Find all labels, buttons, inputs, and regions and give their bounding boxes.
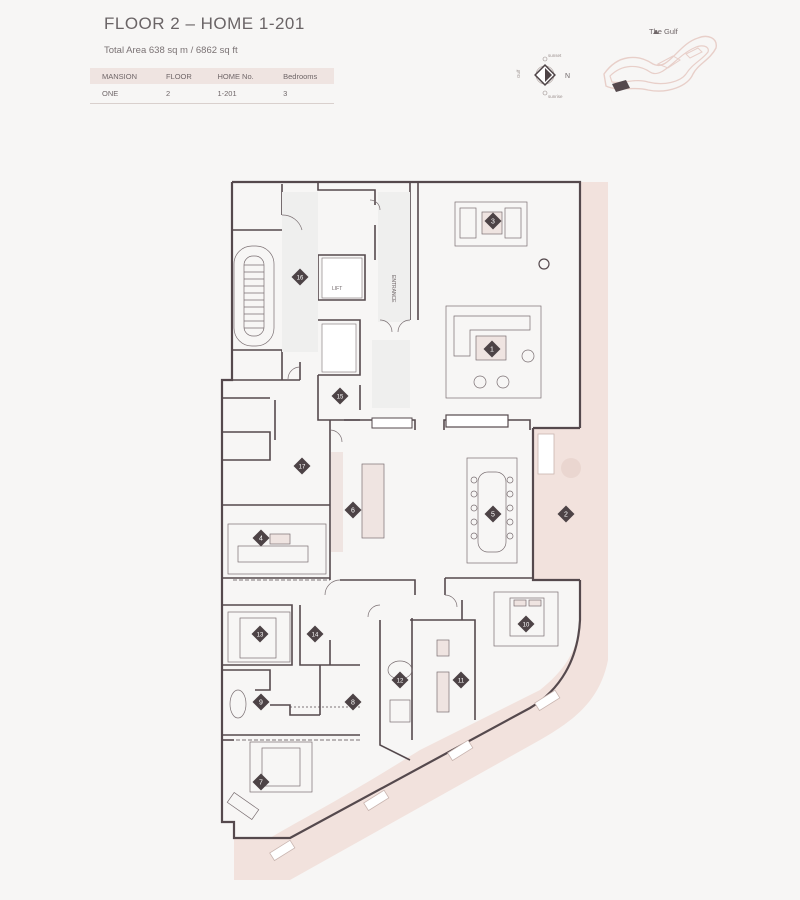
key-plan-highlight xyxy=(612,80,630,92)
lift-label: LIFT xyxy=(332,286,342,292)
column-marker xyxy=(538,258,550,270)
room-number-2: 2 xyxy=(564,512,568,519)
room-number-4: 4 xyxy=(259,536,263,543)
column-bedrooms: Bedrooms xyxy=(271,68,334,84)
compass-west-label: Gulf xyxy=(516,69,521,78)
service-lift xyxy=(321,323,357,373)
entrance-label: ENTRANCE xyxy=(390,275,396,303)
furniture-room-10 xyxy=(493,591,559,647)
room-number-15: 15 xyxy=(337,395,344,401)
cell-home-no: 1-201 xyxy=(205,84,272,104)
furniture-room-4 xyxy=(227,523,327,575)
cell-bedrooms: 3 xyxy=(271,84,334,104)
room-number-3: 3 xyxy=(491,219,495,226)
outer-walls xyxy=(220,180,582,840)
compass-north-label: N xyxy=(565,73,570,80)
compass-sunset-label: sunset xyxy=(548,53,562,58)
kitchen-island xyxy=(361,463,385,539)
room-number-17: 17 xyxy=(299,465,306,471)
entrance-hall xyxy=(372,340,410,408)
lift-shaft xyxy=(321,257,363,299)
column-floor: FLOOR xyxy=(153,68,206,84)
page-title: FLOOR 2 – HOME 1-201 xyxy=(104,14,305,33)
room-number-7: 7 xyxy=(259,780,263,787)
column-home-no: HOME No. xyxy=(205,68,272,84)
room-number-1: 1 xyxy=(490,347,494,354)
door-swings xyxy=(281,199,458,618)
furniture-room-5 xyxy=(466,457,518,564)
column-mansion: MANSION xyxy=(90,68,154,84)
room-number-6: 6 xyxy=(351,508,355,515)
room-number-14: 14 xyxy=(312,633,319,639)
room-number-13: 13 xyxy=(257,633,264,639)
table-row: ONE 2 1-201 3 xyxy=(90,84,334,104)
entry-console xyxy=(371,417,413,429)
key-plan-map xyxy=(603,30,717,92)
console-table xyxy=(445,414,509,428)
kitchen-counter xyxy=(331,452,343,552)
room-number-9: 9 xyxy=(259,700,263,707)
room-number-8: 8 xyxy=(351,700,355,707)
total-area: Total Area 638 sq m / 6862 sq ft xyxy=(104,45,238,56)
room-number-5: 5 xyxy=(491,512,495,519)
terrace-table xyxy=(561,458,581,478)
furniture-room-7 xyxy=(226,741,313,821)
terrace-band xyxy=(234,182,608,880)
gulf-label: The Gulf xyxy=(649,27,678,36)
cell-mansion: ONE xyxy=(90,84,154,104)
cell-floor: 2 xyxy=(153,84,206,104)
staircase xyxy=(233,245,275,347)
home-info-table: MANSION FLOOR HOME No. Bedrooms ONE 2 1-… xyxy=(90,68,334,104)
room-number-16: 16 xyxy=(297,276,304,282)
entrance-corridor xyxy=(378,192,410,322)
terrace-seat xyxy=(537,433,555,475)
furniture-bath xyxy=(229,639,450,723)
furniture-room-13 xyxy=(227,611,291,663)
compass-sunrise-label: sunrise xyxy=(548,94,563,99)
glazing-marks xyxy=(233,579,360,741)
compass-icon: N sunset sunrise Gulf xyxy=(516,53,570,99)
room-number-11: 11 xyxy=(458,679,465,685)
info-table-header-row: MANSION FLOOR HOME No. Bedrooms xyxy=(90,68,334,84)
room-number-10: 10 xyxy=(523,623,530,629)
room-number-12: 12 xyxy=(397,679,404,685)
terrace-planters xyxy=(269,689,561,862)
